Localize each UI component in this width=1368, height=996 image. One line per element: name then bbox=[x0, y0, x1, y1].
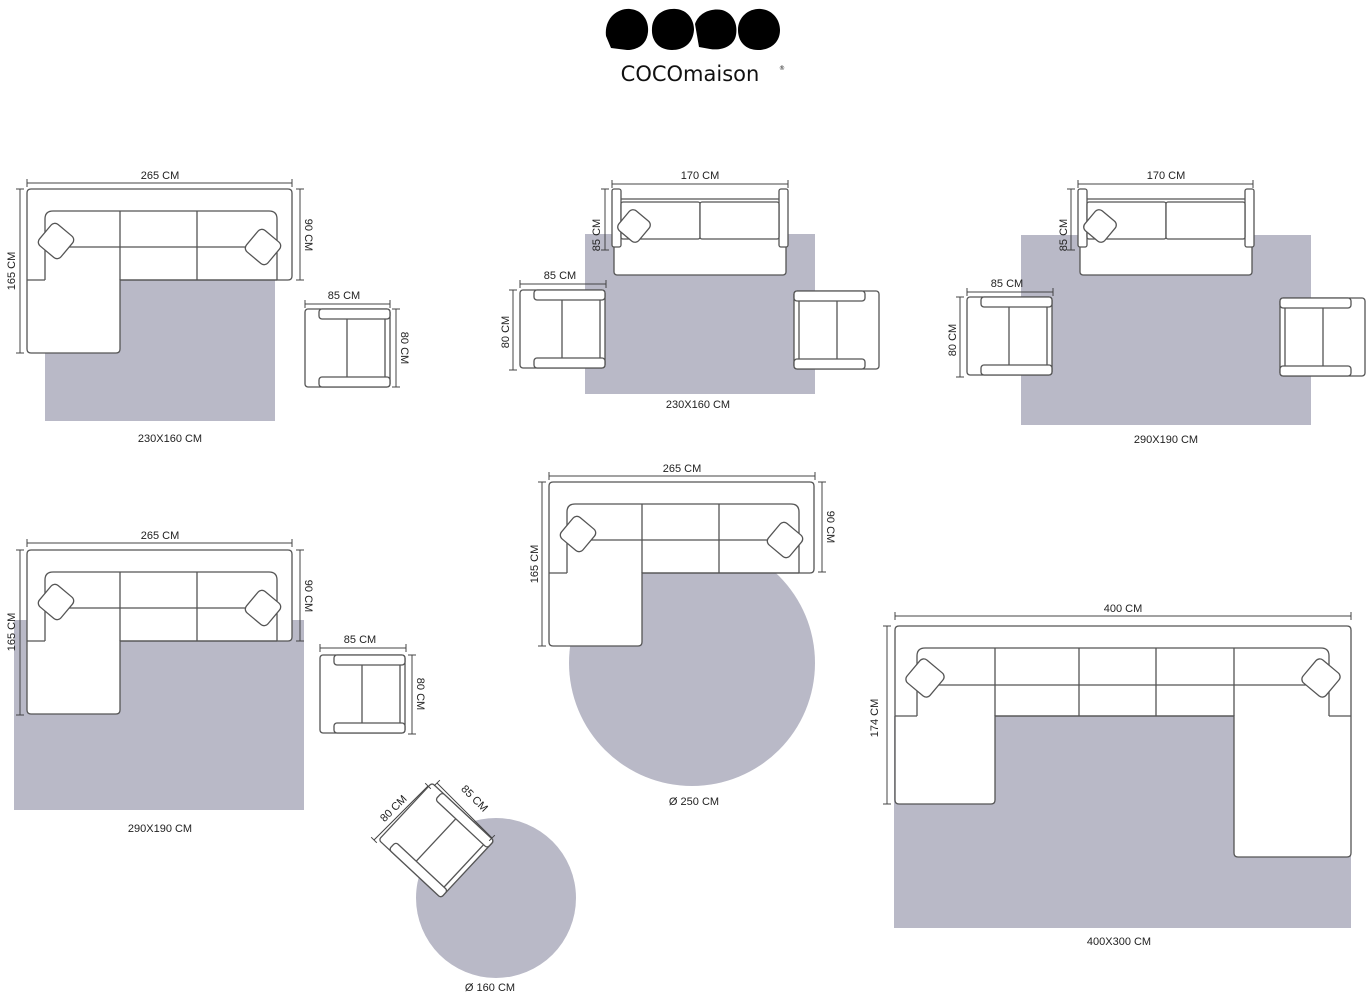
rug-size-label: 290X190 CM bbox=[128, 823, 192, 835]
rug-size-label: 230X160 CM bbox=[138, 433, 202, 445]
brand-logo: COCOmaison ® bbox=[605, 8, 785, 86]
rug-size-label: 400X300 CM bbox=[1087, 936, 1151, 948]
armchair-right bbox=[793, 290, 880, 370]
dimension-line bbox=[436, 782, 493, 839]
armchair-left bbox=[519, 289, 606, 369]
dimension-tick bbox=[424, 782, 432, 790]
sofa-width-label: 400 CM bbox=[1104, 603, 1143, 615]
sofa-width-label: 170 CM bbox=[681, 170, 720, 182]
sofa-depth-label: 85 CM bbox=[1058, 219, 1070, 251]
sofa-width-label: 265 CM bbox=[141, 530, 180, 542]
layout-6: 80 CM 85 CM Ø 160 CM bbox=[370, 779, 576, 994]
brand-name: COCOmaison bbox=[621, 62, 760, 86]
logo-mark-1 bbox=[605, 8, 649, 50]
chair-width-label: 85 CM bbox=[458, 783, 489, 814]
chair-width-label: 85 CM bbox=[991, 278, 1023, 290]
sofa-depth-label: 165 CM bbox=[6, 252, 18, 291]
layout-7: 400 CM 174 CM 400X300 CM bbox=[869, 603, 1352, 948]
rug-size-label: 290X190 CM bbox=[1134, 434, 1198, 446]
chair-depth-label: 80 CM bbox=[500, 316, 512, 348]
dimension-tick bbox=[370, 836, 378, 844]
chair-width-label: 85 CM bbox=[344, 634, 376, 646]
sofa-width-label: 170 CM bbox=[1147, 170, 1186, 182]
registered-mark: ® bbox=[779, 65, 785, 72]
sofa-depth-label: 174 CM bbox=[869, 699, 881, 738]
armchair bbox=[304, 308, 391, 388]
chair-depth-label: 80 CM bbox=[947, 324, 959, 356]
rug-size-label: Ø 250 CM bbox=[669, 796, 719, 808]
dimension-tick bbox=[488, 834, 496, 842]
sofa-depth-label: 165 CM bbox=[529, 545, 541, 584]
sofa-back-depth-label: 90 CM bbox=[302, 580, 314, 612]
sofa-back-depth-label: 90 CM bbox=[302, 219, 314, 251]
chair-depth-label: 80 CM bbox=[414, 678, 426, 710]
logo-mark-4 bbox=[738, 8, 780, 50]
layout-5: 265 CM 165 CM 90 CM Ø 250 CM bbox=[529, 463, 836, 808]
layout-1: 265 CM 165 CM 90 CM 85 CM 80 CM 230X160 … bbox=[6, 170, 410, 445]
chair-depth-label: 80 CM bbox=[398, 332, 410, 364]
armchair bbox=[319, 654, 406, 734]
two-seat-sofa bbox=[1077, 188, 1255, 276]
dimension-line bbox=[373, 785, 429, 841]
chair-width-label: 85 CM bbox=[328, 290, 360, 302]
sofa-back-depth-label: 90 CM bbox=[824, 511, 836, 543]
sofa-width-label: 265 CM bbox=[141, 170, 180, 182]
rug-size-label: Ø 160 CM bbox=[465, 982, 515, 994]
armchair-left bbox=[966, 296, 1053, 376]
dimension-tick bbox=[433, 779, 441, 787]
chair-width-label: 85 CM bbox=[544, 270, 576, 282]
layout-2: 170 CM 85 CM 85 CM 80 CM 230X160 CM bbox=[500, 170, 880, 411]
sofa-depth-label: 85 CM bbox=[591, 219, 603, 251]
two-seat-sofa bbox=[611, 188, 789, 276]
rug-size-label: 230X160 CM bbox=[666, 399, 730, 411]
armchair-right bbox=[1279, 297, 1366, 377]
layout-3: 170 CM 85 CM 85 CM 80 CM 290X190 CM bbox=[947, 170, 1366, 446]
sofa-depth-label: 165 CM bbox=[6, 613, 18, 652]
sofa-width-label: 265 CM bbox=[663, 463, 702, 475]
layout-4: 265 CM 165 CM 90 CM 85 CM 80 CM 290X190 … bbox=[6, 530, 426, 835]
logo-mark-3 bbox=[695, 9, 737, 50]
logo-mark-2 bbox=[651, 8, 694, 50]
